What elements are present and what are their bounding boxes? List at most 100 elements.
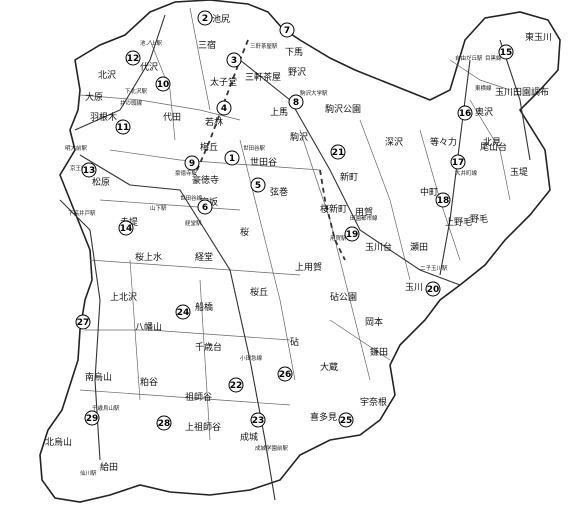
marker-11: 11 (115, 119, 131, 135)
area-seta: 瀬田 (410, 241, 428, 253)
svg-text:29: 29 (86, 414, 99, 424)
area-gotokuji: 豪徳寺 (192, 174, 219, 186)
svg-text:22: 22 (230, 381, 243, 391)
marker-19: 19 (344, 226, 360, 242)
station-jiyugaoka: 自由が丘駅 (455, 54, 483, 62)
area-daizawa: 代沢 (140, 61, 158, 73)
marker-21: 21 (330, 144, 346, 160)
area-kamiyoga: 上用賀 (295, 261, 322, 273)
svg-text:26: 26 (279, 370, 292, 380)
marker-22: 22 (228, 377, 244, 393)
svg-text:28: 28 (158, 419, 171, 429)
svg-text:25: 25 (340, 416, 353, 426)
area-hanegi: 羽根木 (90, 111, 117, 123)
area-kitakarasuyama: 北烏山 (45, 436, 72, 448)
area-shimouma: 下馬 (285, 47, 303, 58)
area-fukasawa: 深沢 (385, 136, 403, 148)
svg-text:15: 15 (500, 48, 513, 58)
area-mishuku: 三宿 (198, 39, 216, 51)
line-denentoshi: 田園都市線 (350, 214, 378, 222)
svg-text:17: 17 (452, 158, 465, 168)
railway-odakyu (79, 154, 276, 501)
area-okamoto: 岡本 (365, 316, 383, 328)
marker-1: 1 (224, 150, 240, 166)
area-matsubara: 松原 (92, 176, 110, 188)
area-ikenoue: 池尻 (212, 13, 230, 25)
station-shimokitazawa: 下北沢駅 (125, 87, 148, 95)
marker-14: 14 (118, 220, 134, 236)
area-komazawa: 駒沢 (290, 131, 308, 143)
marker-6: 6 (197, 199, 213, 215)
station-sangenjaya: 三軒茶屋駅 (250, 42, 278, 50)
area-daita: 代田 (163, 112, 181, 123)
area-tamagawadenen: 玉川田園調布 (495, 86, 549, 98)
area-shinmachi: 新町 (340, 171, 358, 183)
svg-text:9: 9 (189, 159, 195, 169)
station-sengawa: 仙川駅 (80, 469, 97, 477)
marker-15: 15 (498, 44, 514, 60)
svg-text:13: 13 (83, 166, 96, 176)
area-minamikarasuyama: 南烏山 (85, 371, 112, 383)
marker-3: 3 (226, 52, 242, 68)
area-ohara: 大原 (85, 91, 103, 103)
area-kitazawa: 北沢 (98, 69, 116, 81)
station-seijo: 成城学園前駅 (255, 444, 289, 452)
marker-24: 24 (175, 304, 191, 320)
line-meguro: 目黒線 (485, 54, 502, 62)
svg-text:24: 24 (177, 308, 190, 318)
area-todoroki: 等々力 (430, 136, 457, 148)
area-kyuden: 給田 (100, 461, 118, 473)
area-tamazutsumi: 玉堤 (510, 167, 528, 178)
area-kitami2: 喜多見 (310, 411, 337, 423)
railway-setagaya (194, 39, 249, 176)
area-nozawa: 野沢 (288, 66, 306, 78)
area-unane: 宇奈根 (360, 396, 387, 408)
marker-23: 23 (250, 412, 266, 428)
svg-text:16: 16 (459, 109, 472, 119)
area-umegaoka: 梅丘 (200, 141, 218, 153)
marker-12: 12 (125, 50, 141, 66)
area-komazawa-park: 駒沢公園 (325, 103, 361, 115)
line-oimachi: 大井町線 (455, 169, 478, 177)
marker-13: 13 (81, 162, 97, 178)
area-sakuragaoka: 桜丘 (250, 286, 268, 298)
station-chitosekarasuyama: 千歳烏山駅 (92, 404, 120, 412)
marker-27: 27 (75, 314, 91, 330)
marker-5: 5 (250, 177, 266, 193)
svg-text:10: 10 (157, 80, 170, 90)
svg-text:20: 20 (427, 285, 440, 295)
marker-28: 28 (156, 415, 172, 431)
railway-setagaya-south (319, 169, 346, 261)
area-tsurumaki: 弦巻 (270, 186, 288, 198)
railway-keio (59, 199, 101, 461)
area-hachimanyama: 八幡山 (135, 321, 162, 333)
station-labels: 三軒茶屋駅 下北沢駅 世田谷駅 豪徳寺駅 下高井戸駅 経堂駅 成城学園前駅 二子… (65, 39, 483, 477)
svg-text:4: 4 (221, 104, 227, 114)
station-komazawadaigaku: 駒沢大学駅 (300, 89, 328, 97)
svg-text:21: 21 (332, 148, 345, 158)
station-yoga: 用賀駅 (330, 234, 347, 242)
svg-text:14: 14 (120, 224, 133, 234)
station-gotokuji: 豪徳寺駅 (175, 169, 198, 177)
svg-text:18: 18 (437, 196, 450, 206)
area-kinuta: 砧 (290, 336, 299, 348)
marker-2: 2 (197, 10, 213, 26)
area-noge: 野毛 (470, 213, 488, 225)
area-tamagawadai: 玉川台 (365, 241, 392, 253)
station-meidaimae: 明大前駅 (65, 144, 88, 152)
station-ikenoue: 池ノ上駅 (140, 39, 163, 47)
svg-text:6: 6 (202, 203, 208, 213)
area-sakurashinmachi: 桜新町 (320, 203, 347, 215)
area-kamisoshigaya: 上祖師谷 (185, 421, 221, 433)
svg-text:19: 19 (346, 230, 359, 240)
marker-4: 4 (216, 100, 232, 116)
ward-boundary (39, 0, 561, 503)
area-funabashi: 船橋 (195, 301, 213, 313)
area-soshigaya: 祖師谷 (185, 391, 212, 403)
svg-text:27: 27 (77, 318, 90, 328)
station-shimotakaido: 下高井戸駅 (68, 209, 96, 217)
area-kamiuma: 上馬 (270, 107, 288, 118)
area-taishido: 太子堂 (210, 76, 237, 88)
svg-text:3: 3 (231, 56, 237, 66)
